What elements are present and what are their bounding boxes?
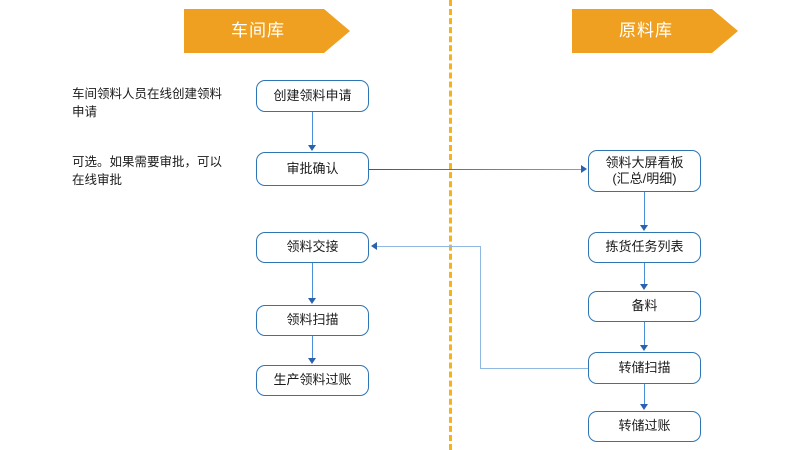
node-prepare-material[interactable]: 备料 xyxy=(588,291,701,322)
node-transfer-posting[interactable]: 转储过账 xyxy=(588,411,701,442)
node-picking-dashboard[interactable]: 领料大屏看板 (汇总/明细) xyxy=(588,150,701,192)
node-picking-task-list[interactable]: 拣货任务列表 xyxy=(588,232,701,263)
arrowhead-scan-to-posting xyxy=(308,358,316,364)
arrowhead-handover-to-scan xyxy=(308,298,316,304)
swimlane-banner-material: 原料库 xyxy=(572,9,738,53)
connector-tasklist-to-prepare xyxy=(644,263,645,284)
swimlane-divider xyxy=(449,0,452,450)
connector-transferscan-to-handover-segment-top xyxy=(377,246,481,247)
node-material-scan[interactable]: 领料扫描 xyxy=(256,305,369,336)
connector-approval-to-dashboard xyxy=(369,169,581,171)
node-create-picking-request[interactable]: 创建领料申请 xyxy=(256,80,369,112)
connector-transferscan-to-handover-segment-vertical xyxy=(480,246,481,369)
swimlane-banner-workshop-label: 车间库 xyxy=(231,21,285,40)
node-approval-confirm[interactable]: 审批确认 xyxy=(256,152,369,186)
connector-transferscan-to-handover-segment-bottom xyxy=(480,368,588,369)
note-create-request: 车间领料人员在线创建领料申请 xyxy=(72,87,223,120)
arrowhead-approval-to-dashboard xyxy=(581,165,587,173)
node-material-handover[interactable]: 领料交接 xyxy=(256,232,369,263)
connector-transferscan-to-transferposting xyxy=(644,384,645,404)
arrowhead-tasklist-to-prepare xyxy=(640,284,648,290)
swimlane-banner-material-label: 原料库 xyxy=(619,21,673,40)
arrowhead-create-to-approval xyxy=(308,145,316,151)
connector-dashboard-to-tasklist xyxy=(644,192,645,225)
node-transfer-scan[interactable]: 转储扫描 xyxy=(588,352,701,384)
arrowhead-transferscan-to-transferposting xyxy=(640,404,648,410)
connector-handover-to-scan xyxy=(312,263,313,299)
arrowhead-prepare-to-transferscan xyxy=(640,345,648,351)
arrowhead-transferscan-to-handover xyxy=(371,242,377,250)
connector-scan-to-posting xyxy=(312,336,313,359)
note-approval-optional: 可选。如果需要审批，可以在线审批 xyxy=(72,155,223,188)
arrowhead-dashboard-to-tasklist xyxy=(640,225,648,231)
swimlane-banner-workshop: 车间库 xyxy=(184,9,350,53)
connector-prepare-to-transferscan xyxy=(644,322,645,345)
connector-create-to-approval xyxy=(312,112,313,145)
node-production-posting[interactable]: 生产领料过账 xyxy=(256,365,369,396)
